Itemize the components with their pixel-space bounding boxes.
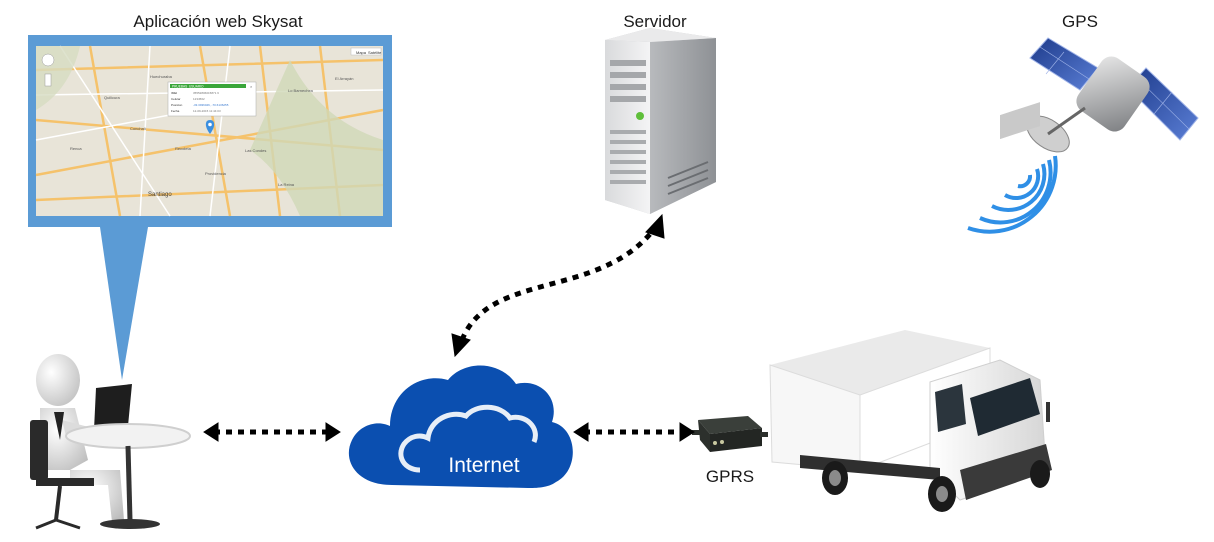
popup-header: PRUEBAS_USUARIO [172,85,204,89]
power-led-icon [636,112,644,120]
gprs-device-icon [692,416,768,452]
vehicle-info-popup[interactable]: PRUEBAS_USUARIO × IMEI 35552806015871 6 … [167,81,257,117]
popup-close-icon[interactable]: × [250,84,253,89]
map-place: Providencia [205,171,227,176]
truck-icon [769,102,1052,512]
internet-label: Internet [448,454,519,477]
connection-arrows [203,213,695,442]
laptop-icon [94,384,132,430]
gps-satellite-icon [967,37,1199,234]
map-place: El Arrayán [335,76,353,81]
popup-row-value: 35552806015871 6 [193,91,219,95]
arrow-internet-gprs [573,422,695,442]
popup-row-value: -33.3936046, -70.6136255 [193,103,229,107]
user-head [36,354,80,406]
map-place: La Reina [278,182,295,187]
map-place: Huechuraba [150,74,173,79]
arrow-user-internet [203,422,341,442]
popup-row-key: Fecha [171,109,180,113]
map-type-button[interactable]: Mapa [356,50,367,55]
zoom-control-icon[interactable] [44,73,52,87]
location-marker-icon[interactable] [205,120,215,134]
gprs-label: GPRS [705,467,755,486]
popup-row-value: 1234562 [193,97,205,101]
server-label: Servidor [623,12,687,31]
map-place: Conchalí [130,126,147,131]
desk-icon [65,423,191,449]
internet-cloud-icon: Internet [348,365,573,488]
popup-row-key: Posicion [171,103,183,107]
arrow-internet-server [451,213,665,358]
gps-label: GPS [1062,12,1098,31]
map-place: Lo Barnechea [288,88,314,93]
user-at-computer-icon [30,354,191,530]
map-place: Santiago [148,192,172,198]
popup-row-key: Celular [171,97,181,101]
web-app-label: Aplicación web Skysat [133,12,303,31]
map-place: Recoleta [175,146,192,151]
popup-row-value: 12-09-2015 11:44:03 [193,109,221,113]
map-view[interactable]: Mapa Satélite Quilicura Huechuraba Recol… [35,45,384,217]
map-place: Las Condes [245,148,266,153]
map-place: Quilicura [104,95,121,100]
satellite-type-button[interactable]: Satélite [368,50,382,55]
server-icon [605,28,716,214]
pan-control-icon[interactable] [41,53,55,67]
popup-row-key: IMEI [171,91,177,95]
map-place: Renca [70,146,82,151]
